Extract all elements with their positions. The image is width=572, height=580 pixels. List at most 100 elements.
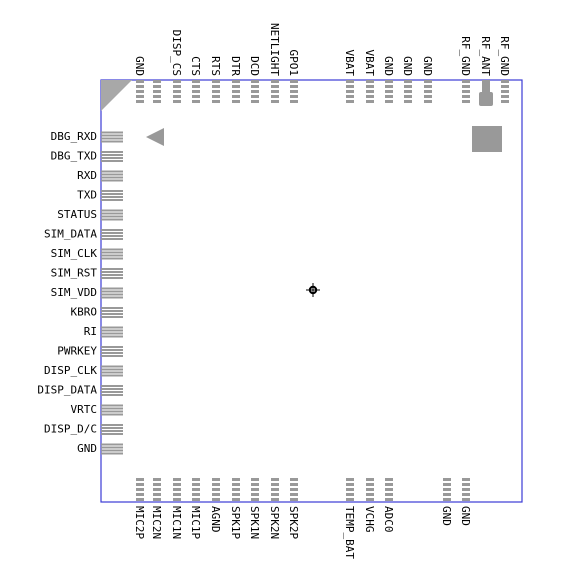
pin-label-b-mic2n: MIC2N (150, 506, 163, 539)
pin1-corner-marker (101, 80, 132, 111)
pin-label-l-sim-vdd: SIM_VDD (51, 286, 97, 299)
pin-t-blank-1-pad (153, 80, 161, 103)
pin-t-dtr-pad (232, 80, 240, 103)
pin-label-l-kbro: KBRO (71, 306, 98, 319)
pin-label-l-rxd: RXD (77, 169, 97, 182)
pin-l-disp-clk-pad (101, 365, 123, 377)
pin-l-sim-vdd-pad (101, 287, 123, 299)
pin-l-gnd-pad (101, 443, 123, 455)
pin-b-temp-bat-pad (346, 478, 354, 501)
pin-b-mic2p-pad (136, 478, 144, 501)
top-pin-row: GND DISP_CS CTS RTS DTR DCD NETLIGHT GPO1 VBAT VB… (133, 23, 511, 106)
pin-label-t-rf-gnd-2: RF_GND (498, 36, 511, 76)
pin-label-l-status: STATUS (57, 208, 97, 221)
pin-l-disp-dc-pad (101, 424, 123, 435)
pin-label-b-gnd-1: GND (440, 506, 453, 526)
pin-b-mic2n-pad (153, 478, 161, 501)
pin-l-vrtc-pad (101, 404, 123, 416)
pin-l-dbg-rxd-pad (101, 131, 123, 143)
pin-b-gnd-2-pad (462, 478, 470, 501)
pin-label-l-txd: TXD (77, 189, 97, 202)
pin-label-l-sim-clk: SIM_CLK (51, 247, 98, 260)
pin-label-t-rts: RTS (209, 56, 222, 76)
pin-label-b-temp-bat: TEMP_BAT (343, 506, 356, 559)
pin-l-disp-data-pad (101, 385, 123, 396)
pin-label-l-sim-data: SIM_DATA (44, 228, 97, 241)
pin-label-b-vchg: VCHG (363, 506, 376, 533)
pin-label-t-vbat-1: VBAT (343, 50, 356, 77)
pin-label-t-vbat-2: VBAT (363, 50, 376, 77)
pin-label-t-disp-cs: DISP_CS (170, 30, 183, 76)
pin-label-t-gnd-3: GND (401, 56, 414, 76)
pin-label-t-rf-ant: RF_ANT (479, 36, 492, 76)
pin-label-b-mic1p: MIC1P (189, 506, 202, 539)
pin-l-dbg-txd-pad (101, 151, 123, 162)
left-pin-column: DBG_RXD DBG_TXD RXD TXD STATUS SIM_DATA SIM_CL… (37, 130, 123, 455)
pin-b-mic1p-pad (192, 478, 200, 501)
pin-label-t-cts: CTS (189, 56, 202, 76)
pin-t-cts-pad (192, 80, 200, 103)
pin-label-l-dbg-txd: DBG_TXD (51, 150, 97, 163)
pin-t-netlight-pad (271, 80, 279, 103)
pin-b-spk1n-pad (251, 478, 259, 501)
pin-t-vbat-1-pad (346, 80, 354, 103)
pin-b-spk1p-pad (232, 478, 240, 501)
pin-rf-ant-pad (479, 80, 493, 106)
pin-label-b-spk2n: SPK2N (268, 506, 281, 539)
pin-b-mic1n-pad (173, 478, 181, 501)
pin-b-gnd-1-pad (443, 478, 451, 501)
pin-t-gpo1-pad (290, 80, 298, 103)
pin-t-rf-gnd-1-pad (462, 80, 470, 103)
pin-l-status-pad (101, 209, 123, 221)
pin-label-b-adc0: ADC0 (382, 506, 395, 533)
pin-t-disp-cs-pad (173, 80, 181, 103)
pin-l-kbro-pad (101, 307, 123, 318)
pin-b-spk2n-pad (271, 478, 279, 501)
pin-b-agnd-pad (212, 478, 220, 501)
pin-label-l-sim-rst: SIM_RST (51, 267, 98, 280)
pin-label-l-disp-data: DISP_DATA (37, 384, 97, 397)
pin-l-sim-clk-pad (101, 248, 123, 260)
pin-label-b-spk2p: SPK2P (287, 506, 300, 539)
pin-label-t-gnd-1: GND (133, 56, 146, 76)
pin-t-rts-pad (212, 80, 220, 103)
pin-t-gnd-2-pad (385, 80, 393, 103)
pin-t-vbat-2-pad (366, 80, 374, 103)
pin-t-gnd-3-pad (404, 80, 412, 103)
pin-t-gnd-1-pad (136, 80, 144, 103)
pin-l-pwrkey-pad (101, 346, 123, 357)
pin-label-l-dbg-rxd: DBG_RXD (51, 130, 97, 143)
pin-label-l-gnd: GND (77, 442, 97, 455)
rf-antenna-pad-marker (472, 126, 502, 152)
module-outline (100, 79, 523, 503)
pin-label-t-gnd-2: GND (382, 56, 395, 76)
pin-label-t-gpo1: GPO1 (287, 50, 300, 77)
pin-l-ri-pad (101, 326, 123, 338)
pin-label-t-dcd: DCD (248, 56, 261, 76)
orientation-arrow-marker (146, 128, 164, 146)
pin-label-l-vrtc: VRTC (71, 403, 98, 416)
pin-label-b-gnd-2: GND (459, 506, 472, 526)
pin-b-vchg-pad (366, 478, 374, 501)
pin-label-l-pwrkey: PWRKEY (57, 345, 97, 358)
pin-label-t-gnd-4: GND (421, 56, 434, 76)
pin-label-t-netlight: NETLIGHT (268, 23, 281, 76)
pin-t-rf-gnd-2-pad (501, 80, 509, 103)
pin-l-rxd-pad (101, 170, 123, 182)
pin-label-b-mic1n: MIC1N (170, 506, 183, 539)
pin-l-txd-pad (101, 190, 123, 201)
pin-label-l-disp-dc: DISP_D/C (44, 423, 97, 436)
pin-t-dcd-pad (251, 80, 259, 103)
pin-b-adc0-pad (385, 478, 393, 501)
pin-l-sim-rst-pad (101, 268, 123, 279)
pin-label-t-dtr: DTR (229, 56, 242, 76)
pin-label-l-ri: RI (84, 325, 97, 338)
pin-label-t-rf-gnd-1: RF_GND (459, 36, 472, 76)
pin-label-b-spk1p: SPK1P (229, 506, 242, 539)
pin-label-b-mic2p: MIC2P (133, 506, 146, 539)
center-crosshair (306, 283, 320, 297)
pin-label-b-spk1n: SPK1N (248, 506, 261, 539)
pin-l-sim-data-pad (101, 229, 123, 240)
